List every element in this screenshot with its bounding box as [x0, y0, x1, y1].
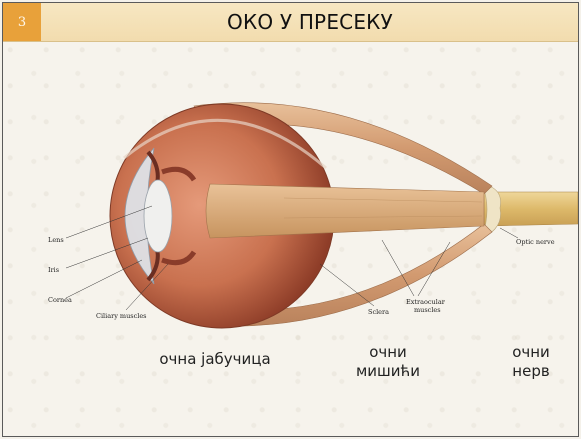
lens-shape: [144, 180, 172, 252]
label-optic-nerve: Optic nerve: [516, 238, 555, 246]
caption-eye-muscles: очни мишићи: [348, 343, 428, 381]
label-ciliary-muscles: Ciliary muscles: [96, 312, 147, 320]
slide-title: ОКО У ПРЕСЕКУ: [160, 7, 460, 37]
caption-eye-muscles-line1: очни: [369, 343, 407, 361]
label-sclera: Sclera: [368, 308, 389, 316]
label-cornea: Cornea: [48, 296, 72, 304]
caption-eye-muscles-line2: мишићи: [356, 362, 420, 380]
caption-optic-nerve-line1: очни: [512, 343, 550, 361]
caption-eyeball: очна јабучица: [140, 350, 290, 369]
label-iris: Iris: [48, 266, 59, 274]
label-extraocular-1: Extraocular: [406, 298, 446, 306]
label-lens: Lens: [48, 236, 64, 244]
caption-optic-nerve: очни нерв: [500, 343, 562, 381]
slide-number: 3: [3, 3, 41, 41]
eye-cross-section-diagram: Lens Iris Cornea Ciliary muscles Sclera …: [44, 88, 578, 340]
caption-optic-nerve-line2: нерв: [512, 362, 549, 380]
label-extraocular-2: muscles: [414, 306, 441, 314]
central-muscle-bundle: [206, 184, 484, 238]
caption-eyeball-text: очна јабучица: [159, 350, 270, 368]
